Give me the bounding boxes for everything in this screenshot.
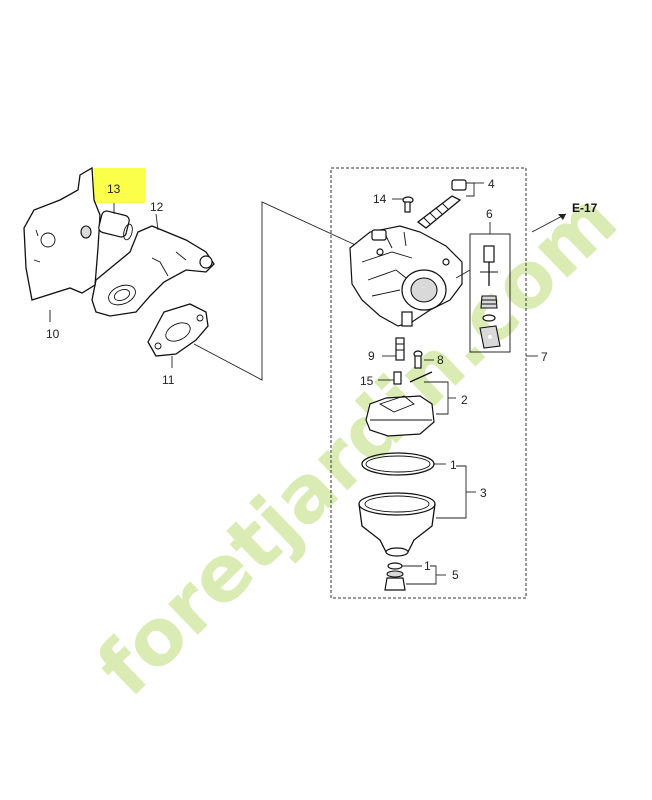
part-2-float[interactable] (365, 381, 456, 437)
label-9[interactable]: 9 (368, 349, 375, 363)
label-2[interactable]: 2 (461, 393, 468, 407)
label-7[interactable]: 7 (541, 350, 548, 364)
label-1-upper[interactable]: 1 (450, 458, 457, 472)
part-4-throttle-link[interactable] (416, 179, 484, 229)
label-5[interactable]: 5 (452, 568, 459, 582)
part-11-gasket[interactable] (147, 303, 209, 368)
part-1-o-ring[interactable] (361, 452, 446, 476)
part-10-insulator[interactable] (23, 166, 101, 322)
part-12-bracket[interactable] (91, 213, 215, 317)
reference-e17[interactable]: E-17 (572, 201, 598, 215)
label-12[interactable]: 12 (150, 200, 164, 214)
highlight-box (94, 168, 145, 203)
label-10[interactable]: 10 (46, 327, 60, 341)
carburetor-body[interactable] (349, 225, 471, 327)
label-4[interactable]: 4 (488, 177, 495, 191)
part-13-collar[interactable] (98, 203, 134, 241)
part-6-valve-kit[interactable] (469, 222, 511, 353)
part-3-float-bowl[interactable] (358, 465, 476, 557)
part-5-drain-bolt[interactable] (384, 562, 446, 591)
label-13[interactable]: 13 (107, 182, 121, 196)
part-14-screw[interactable] (392, 196, 414, 213)
label-1-lower[interactable]: 1 (424, 559, 431, 573)
assembly-frame (330, 167, 527, 599)
label-3[interactable]: 3 (480, 486, 487, 500)
label-15[interactable]: 15 (360, 374, 374, 388)
label-14[interactable]: 14 (373, 192, 387, 206)
part-9-jet[interactable] (382, 337, 405, 361)
label-6[interactable]: 6 (486, 207, 493, 221)
part-8-screw[interactable] (413, 350, 434, 369)
part-15-pin[interactable] (378, 371, 433, 385)
label-11[interactable]: 11 (162, 373, 175, 387)
assembly-line (193, 201, 363, 381)
label-8[interactable]: 8 (437, 353, 444, 367)
